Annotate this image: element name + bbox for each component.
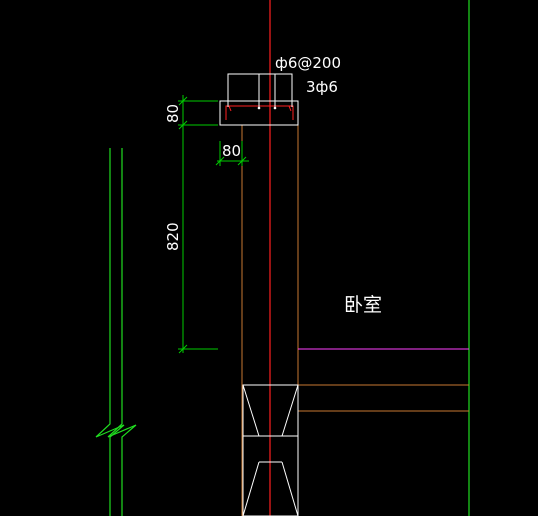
left-wall-break-lines: [95, 148, 137, 516]
rebar-leaders: [227, 73, 293, 107]
horizontal-dimension: [215, 141, 249, 166]
parapet-wall-outline: [241, 125, 299, 516]
rebar-main-label: 3ф6: [306, 78, 338, 96]
vertical-dimension: [178, 95, 218, 354]
dim-cap-height-label: 80: [164, 104, 182, 123]
rebar-stirrup-label: ф6@200: [275, 54, 341, 72]
dim-parapet-height-label: 820: [164, 222, 182, 251]
room-label: 卧室: [344, 294, 382, 316]
dim-cap-width-label: 80: [222, 142, 241, 160]
beam-section: [242, 384, 299, 516]
